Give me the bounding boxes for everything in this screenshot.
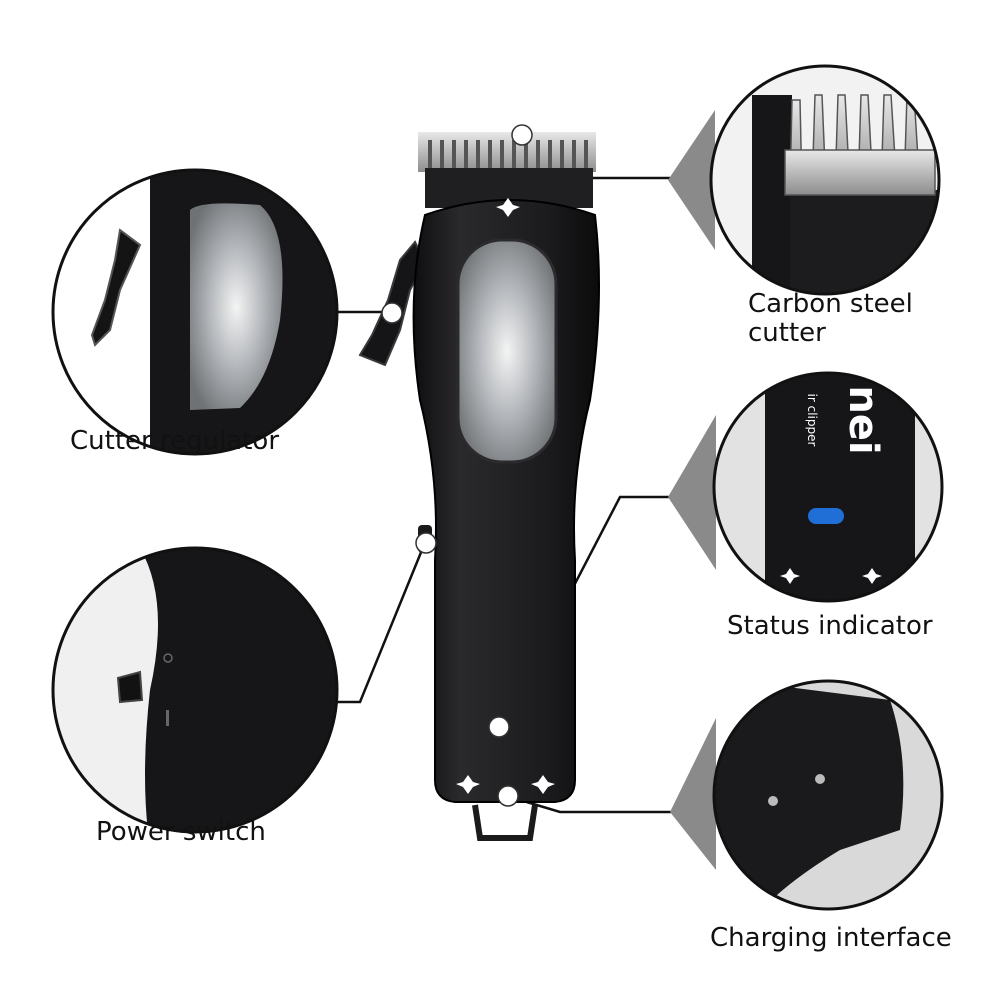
label-carbon-line2: cutter: [748, 318, 826, 348]
metal-panel: [456, 238, 558, 464]
callout-pointer-carbon-steel: [668, 110, 715, 250]
callout-carbon-steel-cutter: [668, 64, 941, 296]
callout-power-switch: [51, 546, 339, 834]
dot-status: [488, 716, 510, 738]
label-carbon-steel-cutter: Carbon steel cutter: [748, 290, 913, 348]
status-led: [808, 508, 844, 524]
main-clipper: [358, 124, 600, 841]
dot-blade: [511, 124, 533, 146]
connector-power-switch: [328, 544, 426, 704]
callout-pointer-charging: [670, 718, 716, 870]
label-power-switch: Power switch: [96, 817, 266, 847]
label-cutter-regulator: Cutter regulator: [70, 426, 280, 456]
label-carbon-line1: Carbon steel: [748, 289, 913, 319]
dot-charging: [497, 785, 519, 807]
callout-status-indicator: nei ir clipper: [668, 371, 944, 603]
callout-cutter-regulator: [51, 168, 339, 456]
dot-power: [415, 532, 437, 554]
pointer-dots: [381, 124, 533, 807]
callout-pointer-status: [668, 415, 716, 570]
dot-regulator: [381, 302, 403, 324]
label-status-indicator: Status indicator: [727, 611, 933, 641]
charging-port-loop: [472, 804, 538, 841]
brand-fragment: nei: [840, 385, 886, 454]
label-charging-interface: Charging interface: [710, 923, 952, 953]
model-fragment: ir clipper: [805, 394, 819, 447]
screws: [456, 198, 555, 794]
callout-charging-interface: [670, 679, 944, 911]
blade: [418, 132, 596, 208]
